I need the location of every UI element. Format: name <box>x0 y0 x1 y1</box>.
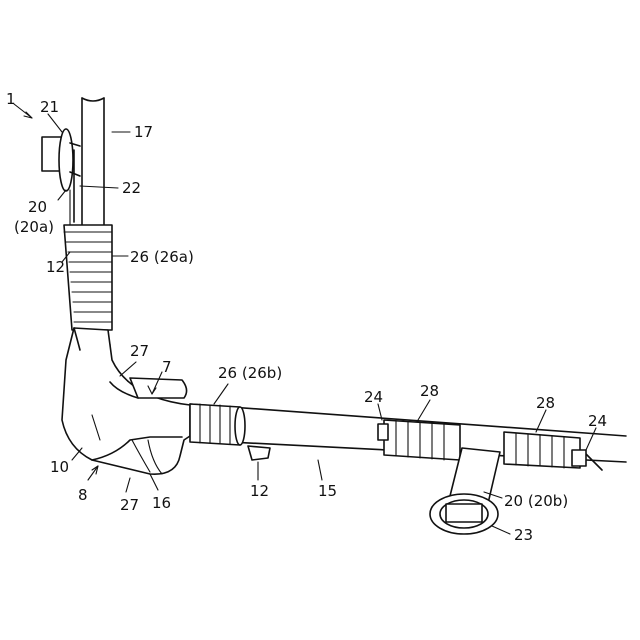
label-assembly: 1 <box>6 90 16 108</box>
label-clamp-top: 22 <box>122 179 141 197</box>
label-seat: 21 <box>40 98 59 116</box>
label-grommet-right: 24 <box>588 412 607 430</box>
label-clip-top: 20 <box>28 198 47 216</box>
label-protector-lower: 27 <box>120 496 139 514</box>
label-arrow-7: 7 <box>162 358 172 376</box>
label-arrow-8: 8 <box>78 486 88 504</box>
label-grommet-left: 24 <box>364 388 383 406</box>
label-tape-top: 26 (26a) <box>130 248 194 266</box>
label-clip-bottom: 20 (20b) <box>504 492 568 510</box>
label-horizontal-pipe: 15 <box>318 482 337 500</box>
tape-wrap-mid <box>190 404 245 445</box>
label-bracket-bottom: 12 <box>250 482 269 500</box>
label-clip-top-sub: (20a) <box>14 218 54 236</box>
bracket-bottom <box>248 446 270 460</box>
label-bend: 16 <box>152 494 171 512</box>
label-mount: 23 <box>514 526 533 544</box>
tape-wrap-upper <box>64 225 112 330</box>
label-vertical-pipe: 17 <box>134 123 153 141</box>
top-clip <box>42 129 80 226</box>
label-wrap-right: 28 <box>536 394 555 412</box>
label-protector-upper: 27 <box>130 342 149 360</box>
label-wrap-left: 28 <box>420 382 439 400</box>
elbow-protector <box>62 328 190 474</box>
label-elbow: 10 <box>50 458 69 476</box>
label-tape-mid: 26 (26b) <box>218 364 282 382</box>
wrap-left <box>378 420 460 460</box>
bottom-clip <box>430 448 500 534</box>
label-bracket-top: 12 <box>46 258 65 276</box>
wrap-right <box>504 432 586 468</box>
